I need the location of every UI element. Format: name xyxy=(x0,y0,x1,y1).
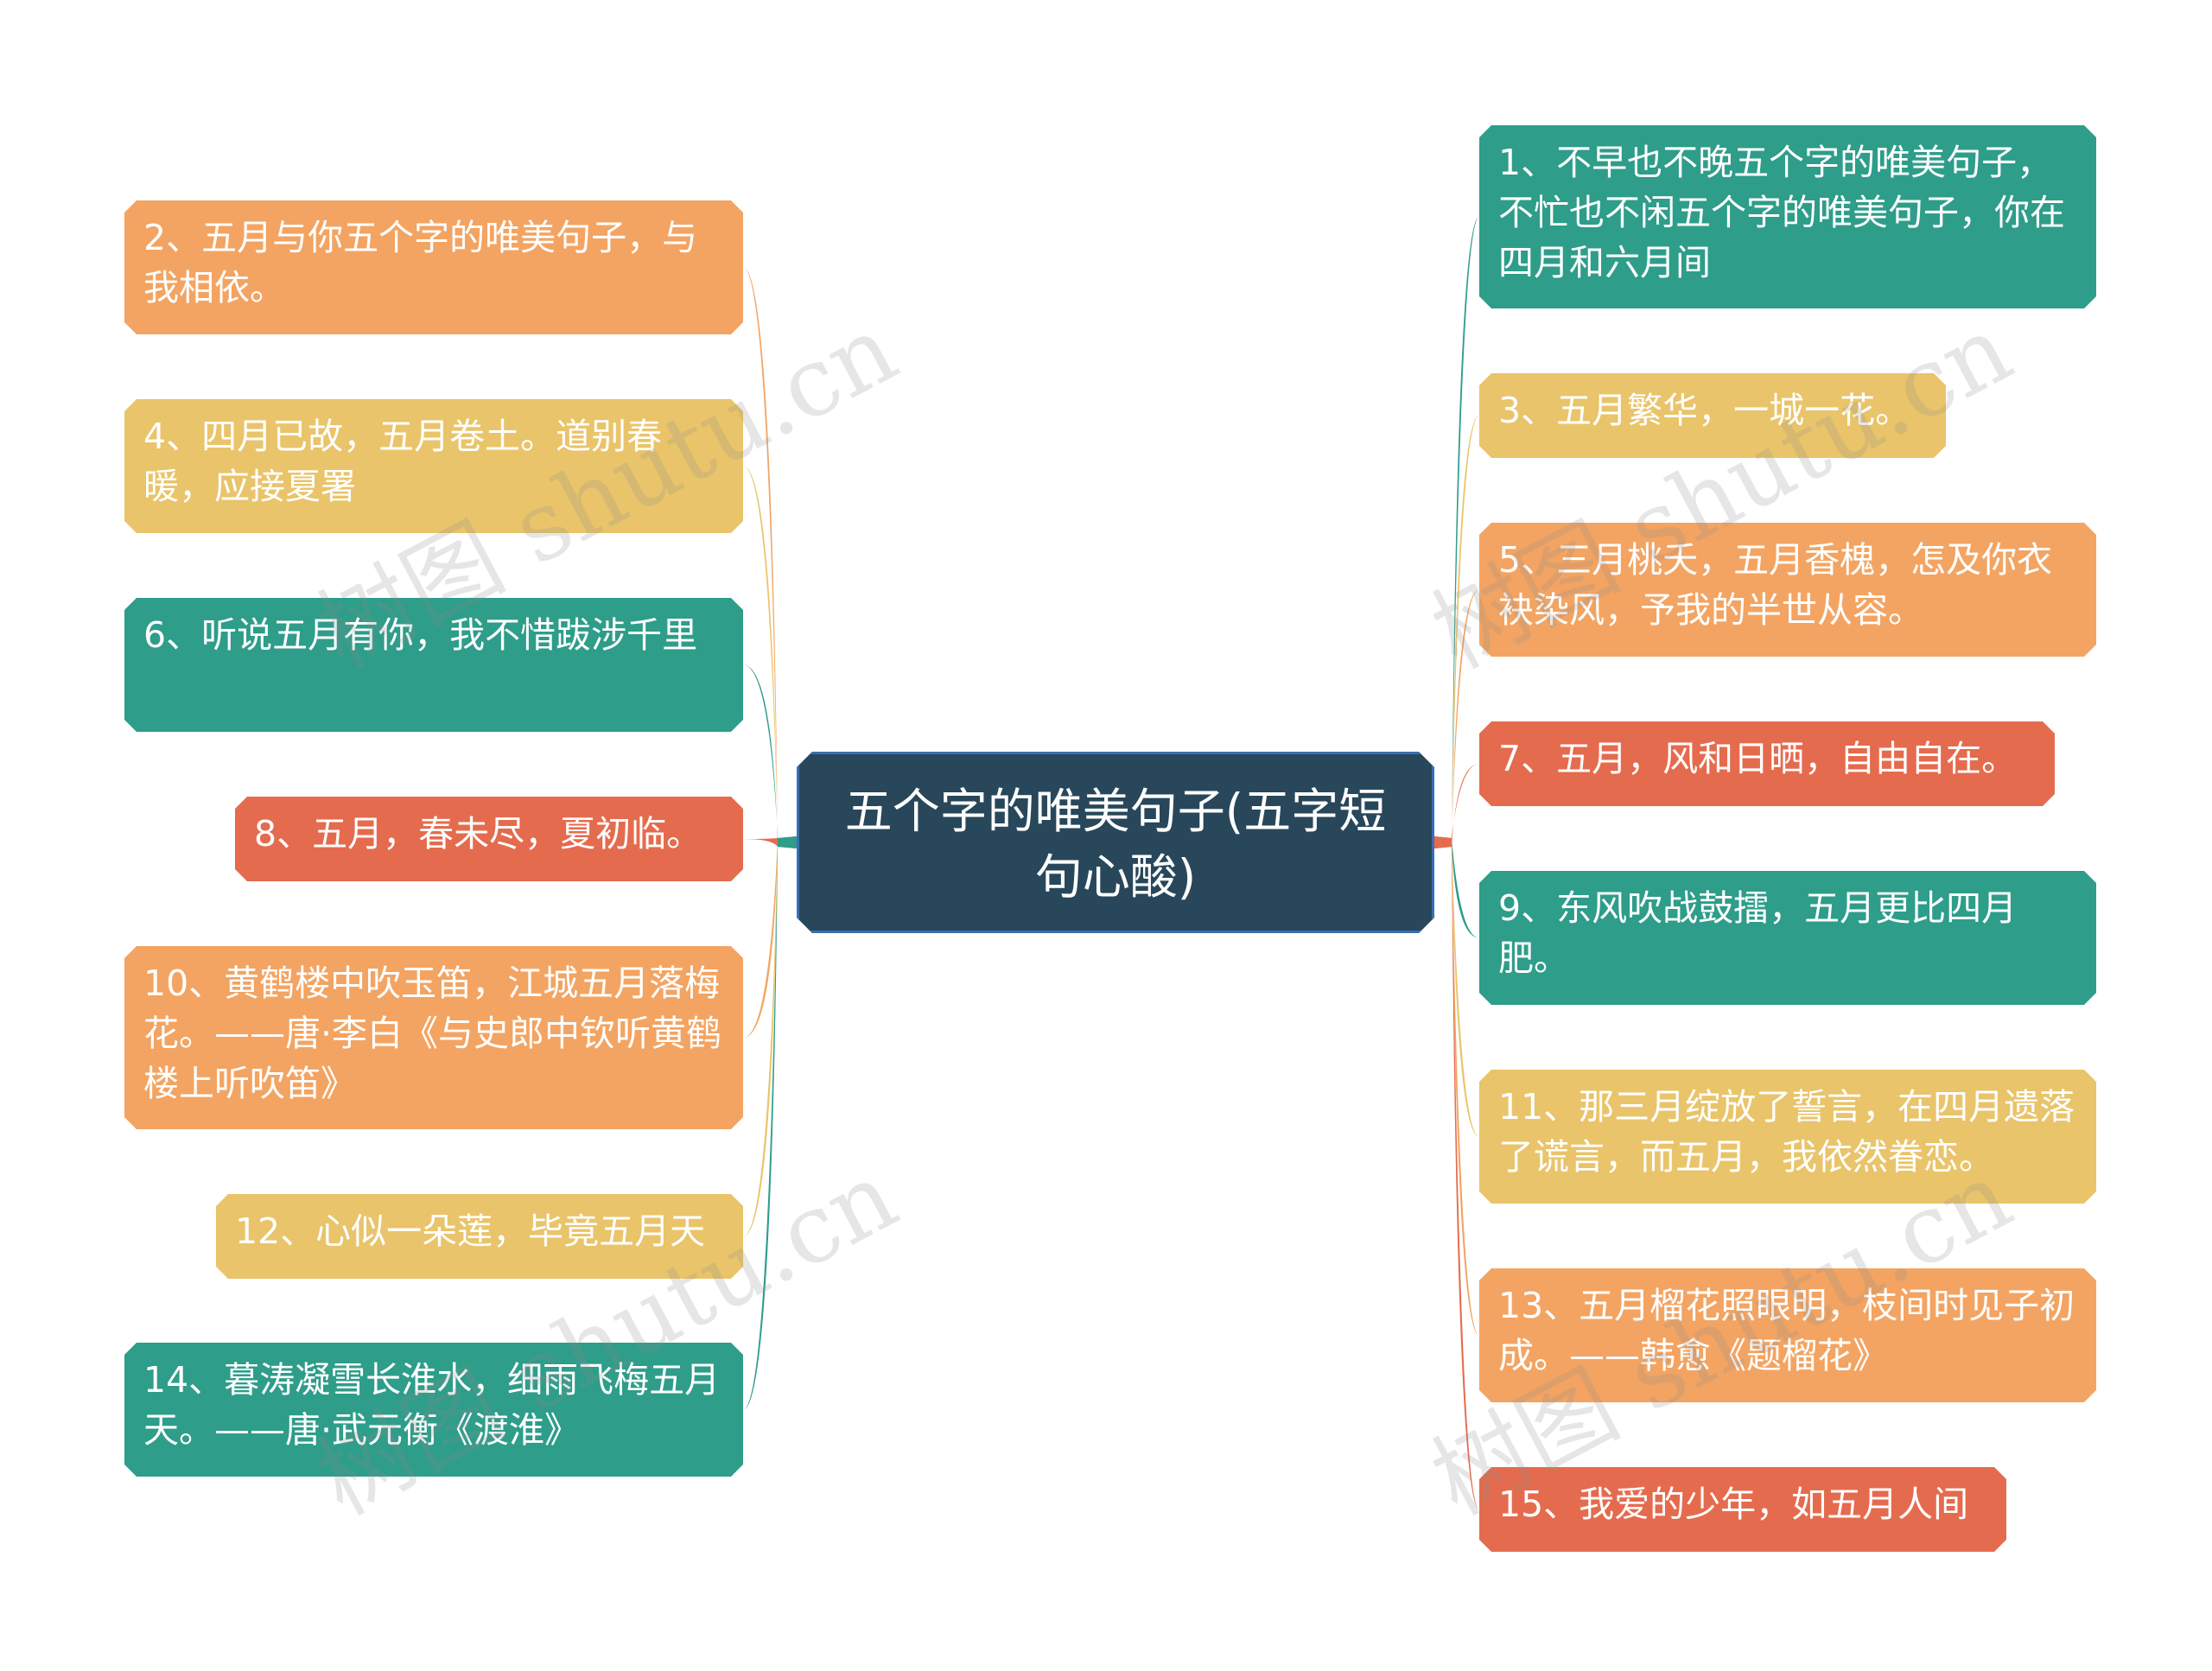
right-connector-4 xyxy=(1434,764,1479,848)
right-branch-3[interactable]: 5、三月桃夭，五月香槐，怎及你衣袂染风，予我的半世从容。 xyxy=(1479,523,2096,657)
branch-label: 15、我爱的少年，如五月人间 xyxy=(1498,1484,1969,1525)
branch-label: 5、三月桃夭，五月香槐，怎及你衣袂染风，予我的半世从容。 xyxy=(1498,539,2053,631)
branch-label: 10、黄鹤楼中吹玉笛，江城五月落梅花。——唐·李白《与史郎中钦听黄鹤楼上听吹笛》 xyxy=(143,963,722,1104)
right-branch-8[interactable]: 15、我爱的少年，如五月人间 xyxy=(1479,1467,2006,1552)
left-branch-2[interactable]: 4、四月已故，五月卷土。道别春暖，应接夏署 xyxy=(124,399,743,533)
left-connector-2 xyxy=(743,466,797,848)
left-connector-1 xyxy=(743,267,797,848)
right-branch-7[interactable]: 13、五月榴花照眼明，枝间时见子初成。——韩愈《题榴花》 xyxy=(1479,1268,2096,1402)
right-branch-1[interactable]: 1、不早也不晚五个字的唯美句子，不忙也不闲五个字的唯美句子，你在四月和六月间 xyxy=(1479,125,2096,308)
branch-label: 3、五月繁华，一城一花。 xyxy=(1498,390,1911,431)
left-branch-6[interactable]: 12、心似一朵莲，毕竟五月天 xyxy=(216,1194,743,1279)
branch-label: 8、五月，春未尽，夏初临。 xyxy=(254,813,702,855)
branch-label: 12、心似一朵莲，毕竟五月天 xyxy=(235,1210,706,1252)
branch-label: 1、不早也不晚五个字的唯美句子，不忙也不闲五个字的唯美句子，你在四月和六月间 xyxy=(1498,142,2065,283)
right-connector-5 xyxy=(1434,836,1479,938)
right-connector-1 xyxy=(1434,217,1479,848)
right-branch-5[interactable]: 9、东风吹战鼓擂，五月更比四月肥。 xyxy=(1479,871,2096,1005)
left-branch-1[interactable]: 2、五月与你五个字的唯美句子，与我相依。 xyxy=(124,200,743,334)
right-branch-2[interactable]: 3、五月繁华，一城一花。 xyxy=(1479,373,1946,458)
left-connector-3 xyxy=(743,664,797,848)
left-branch-5[interactable]: 10、黄鹤楼中吹玉笛，江城五月落梅花。——唐·李白《与史郎中钦听黄鹤楼上听吹笛》 xyxy=(124,946,743,1129)
branch-label: 2、五月与你五个字的唯美句子，与我相依。 xyxy=(143,217,698,308)
right-connector-3 xyxy=(1434,589,1479,848)
left-connector-7 xyxy=(743,836,797,1410)
right-connector-8 xyxy=(1434,836,1479,1509)
branch-label: 9、东风吹战鼓擂，五月更比四月肥。 xyxy=(1498,887,2018,979)
branch-label: 4、四月已故，五月卷土。道别春暖，应接夏署 xyxy=(143,416,663,507)
left-branch-3[interactable]: 6、听说五月有你，我不惜跋涉千里 xyxy=(124,598,743,732)
branch-label: 14、暮涛凝雪长淮水，细雨飞梅五月天。——唐·武元衡《渡淮》 xyxy=(143,1359,721,1451)
right-connector-2 xyxy=(1434,416,1479,848)
branch-label: 13、五月榴花照眼明，枝间时见子初成。——韩愈《题榴花》 xyxy=(1498,1285,2075,1376)
right-branch-4[interactable]: 7、五月，风和日晒，自由自在。 xyxy=(1479,721,2055,806)
right-connector-6 xyxy=(1434,836,1479,1137)
central-topic[interactable]: 五个字的唯美句子(五字短句心酸) xyxy=(797,752,1434,933)
right-connector-7 xyxy=(1434,836,1479,1336)
branch-label: 11、那三月绽放了誓言，在四月遗落了谎言，而五月，我依然眷恋。 xyxy=(1498,1086,2075,1178)
left-branch-7[interactable]: 14、暮涛凝雪长淮水，细雨飞梅五月天。——唐·武元衡《渡淮》 xyxy=(124,1343,743,1477)
right-branch-6[interactable]: 11、那三月绽放了誓言，在四月遗落了谎言，而五月，我依然眷恋。 xyxy=(1479,1070,2096,1204)
left-branch-4[interactable]: 8、五月，春未尽，夏初临。 xyxy=(235,797,743,881)
central-topic-label: 五个字的唯美句子(五字短句心酸) xyxy=(844,784,1387,905)
branch-label: 6、听说五月有你，我不惜跋涉千里 xyxy=(143,614,698,656)
left-connector-5 xyxy=(743,836,797,1038)
branch-label: 7、五月，风和日晒，自由自在。 xyxy=(1498,738,2018,779)
